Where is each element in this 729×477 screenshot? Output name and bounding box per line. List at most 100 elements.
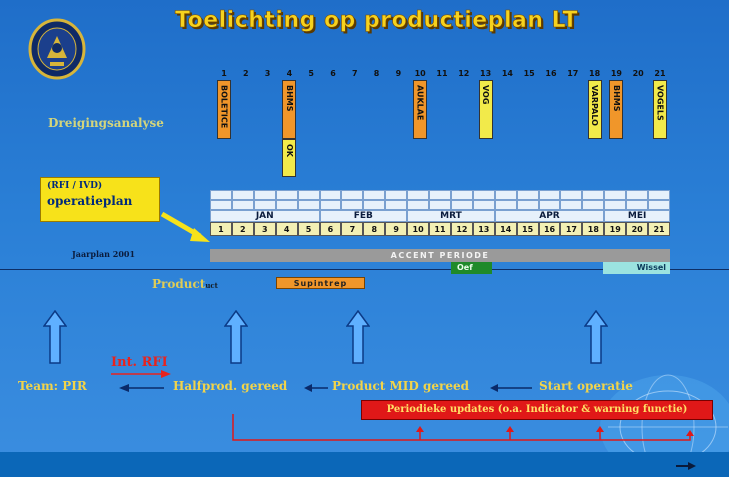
calendar-week-cell: 17: [560, 222, 583, 236]
flow-product-mid: Product MID gereed: [332, 379, 469, 393]
month-cell: [407, 210, 495, 222]
callout-title: operatieplan: [47, 194, 133, 208]
week-number: 18: [589, 69, 601, 78]
calendar-cell: [319, 200, 342, 210]
week-number: 8: [373, 69, 380, 78]
calendar-week-cell: 10: [407, 222, 430, 236]
calendar-cell: [429, 190, 451, 200]
calendar-cell: [341, 190, 364, 200]
week-number: 20: [632, 69, 644, 78]
calendar-week-cell: 1: [210, 222, 232, 236]
page-title: Toelichting op productieplan LT: [175, 8, 579, 34]
threat-analysis-label: Dreigingsanalyse: [48, 116, 164, 130]
calendar-week-cell: 16: [538, 222, 561, 236]
flow-team-pir: Team: PIR: [18, 379, 87, 393]
callout-arrow-icon: [160, 211, 210, 242]
calendar-cell: [210, 200, 232, 210]
up-arrow-icon: [584, 310, 608, 364]
product-label: Productuct: [152, 277, 218, 291]
threat-bar: BOLETICE: [217, 80, 231, 139]
supintrep-bar: Supintrep: [276, 277, 365, 289]
threat-bar-label: BHMS: [611, 85, 621, 112]
week-number: 6: [330, 69, 336, 78]
week-number: 9: [395, 69, 402, 78]
calendar-cell: [407, 200, 430, 210]
calendar-cell: [385, 200, 408, 210]
calendar-cell: [516, 200, 539, 210]
calendar-week-cell: 14: [494, 222, 517, 236]
calendar-week-cell: 21: [648, 222, 670, 236]
week-number: 3: [264, 69, 271, 78]
calendar-cell: [538, 190, 561, 200]
calendar-week-cell: 7: [341, 222, 364, 236]
calendar-cell: [253, 190, 276, 200]
accent-period-bar: ACCENT PERIODE: [210, 249, 670, 262]
month-cell: [319, 210, 408, 222]
calendar-cell: [582, 190, 605, 200]
week-number: 4: [286, 69, 293, 78]
week-number: 5: [308, 69, 314, 78]
calendar-week-cell: 11: [429, 222, 451, 236]
week-number: 10: [414, 69, 426, 78]
calendar-week-cell: 15: [516, 222, 539, 236]
calendar-cell: [516, 190, 539, 200]
calendar-week-cell: 6: [319, 222, 342, 236]
emblem-icon: [28, 18, 86, 80]
calendar-cell: [472, 190, 495, 200]
calendar-cell: [450, 190, 473, 200]
threat-bar: AUKLAE: [413, 80, 428, 139]
product-label-text: Product: [152, 277, 206, 291]
month-label: APR: [539, 211, 560, 221]
int-rfi-label: Int. RFI: [111, 355, 168, 370]
next-arrow-icon: [676, 462, 696, 470]
calendar-cell: [210, 190, 232, 200]
calendar-cell: [626, 190, 649, 200]
calendar-cell: [494, 190, 517, 200]
week-number: 1: [221, 69, 227, 78]
calendar-cell: [319, 190, 342, 200]
calendar-cell: [231, 190, 254, 200]
calendar-week-cell: 4: [275, 222, 298, 236]
calendar-week-cell: 12: [450, 222, 473, 236]
week-number: 21: [654, 69, 666, 78]
up-arrow-icon: [346, 310, 370, 364]
threat-bar-label: VOG: [481, 85, 491, 105]
month-label: MRT: [440, 211, 462, 221]
calendar-week-cell: 18: [582, 222, 605, 236]
threat-bar: VOG: [478, 80, 493, 139]
up-arrow-icon: [43, 310, 67, 364]
feedback-loop-icon: [232, 414, 694, 441]
calendar-cell: [494, 200, 517, 210]
week-number: 11: [436, 69, 448, 78]
calendar-cell: [648, 190, 670, 200]
week-number: 17: [567, 69, 579, 78]
flow-arrow-icon: [490, 384, 532, 392]
calendar-cell: [275, 190, 298, 200]
threat-bar: OK: [282, 139, 297, 177]
calendar-cell: [341, 200, 364, 210]
calendar-cell: [560, 190, 583, 200]
calendar-cell: [626, 200, 649, 210]
jaarplan-label: Jaarplan 2001: [72, 249, 136, 259]
calendar-cell: [450, 200, 473, 210]
calendar-cell: [297, 190, 320, 200]
calendar-cell: [297, 200, 320, 210]
threat-bar: BHMS: [609, 80, 624, 139]
threat-bar: BHMS: [282, 80, 297, 139]
product-label-suffix: uct: [205, 281, 218, 290]
globe-icon: [600, 374, 729, 465]
week-number: 14: [501, 69, 513, 78]
week-number: 13: [480, 69, 492, 78]
calendar-week-cell: 13: [472, 222, 495, 236]
calendar-cell: [472, 200, 495, 210]
calendar-week-cell: 2: [231, 222, 254, 236]
calendar-week-cell: 3: [253, 222, 276, 236]
footer-bar: [0, 452, 729, 477]
calendar-cell: [275, 200, 298, 210]
int-rfi-arrow-icon: [111, 370, 171, 378]
calendar-cell: [538, 200, 561, 210]
month-label: FEB: [353, 211, 373, 221]
calendar-week-cell: 8: [363, 222, 386, 236]
calendar-week-cell: 9: [385, 222, 408, 236]
